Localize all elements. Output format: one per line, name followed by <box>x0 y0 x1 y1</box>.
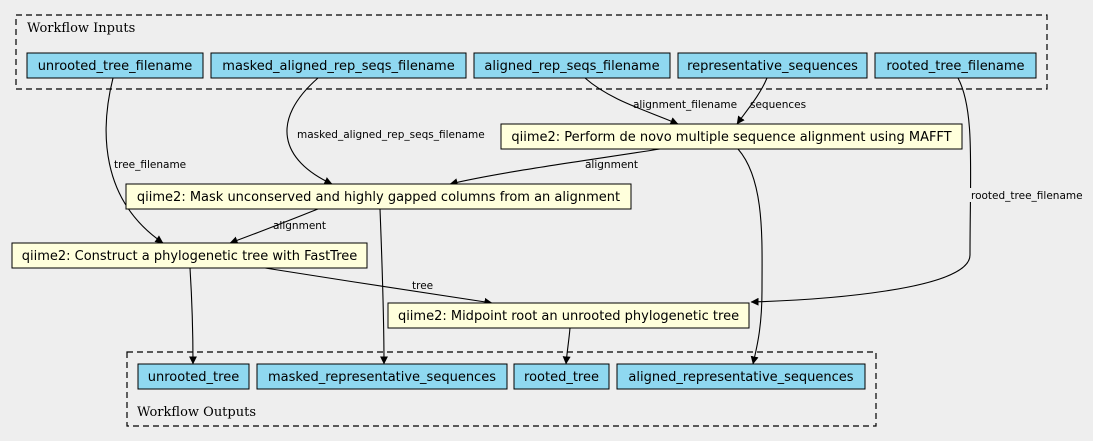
input-node-unrooted-tree-filename-label: unrooted_tree_filename <box>38 59 193 74</box>
input-node-rooted-tree-filename-box[interactable] <box>874 52 1037 79</box>
workflow-inputs-cluster: Workflow Inputs <box>15 14 1048 90</box>
step-node-mafft[interactable]: qiime2: Perform de novo multiple sequenc… <box>500 123 963 150</box>
step-node-midpoint-box[interactable] <box>387 302 750 329</box>
edge-tree <box>264 267 493 306</box>
edges <box>105 77 972 365</box>
step-node-mask-label: qiime2: Mask unconserved and highly gapp… <box>137 190 620 205</box>
output-node-aligned-representative-sequences[interactable]: aligned_representative_sequences <box>616 363 866 390</box>
edge-midpoint-to-rooted-tree <box>562 327 571 365</box>
step-node-mask[interactable]: qiime2: Mask unconserved and highly gapp… <box>125 183 632 210</box>
edge-label-bg-rooted-tree-filename <box>969 188 1089 202</box>
edge-label-bg-tree-filename <box>113 157 189 171</box>
edge-fasttree-to-unrooted-tree <box>188 267 197 365</box>
step-nodes: qiime2: Perform de novo multiple sequenc… <box>11 123 963 329</box>
output-node-aligned-representative-sequences-box[interactable] <box>616 363 866 390</box>
step-node-mafft-box[interactable] <box>500 123 963 150</box>
input-node-rooted-tree-filename[interactable]: rooted_tree_filename <box>874 52 1037 79</box>
workflow-outputs-title: Workflow Outputs <box>137 405 256 420</box>
input-node-unrooted-tree-filename-box[interactable] <box>26 52 204 79</box>
edge-label-alignment-mask-to-fasttree: alignment <box>273 220 326 232</box>
output-node-rooted-tree[interactable]: rooted_tree <box>513 363 610 390</box>
edge-rooted-tree-filename <box>750 77 972 306</box>
input-node-representative-sequences-box[interactable] <box>677 52 868 79</box>
input-node-masked-aligned-rep-seqs-filename-label: masked_aligned_rep_seqs_filename <box>222 59 454 74</box>
input-node-representative-sequences[interactable]: representative_sequences <box>677 52 868 79</box>
output-node-rooted-tree-label: rooted_tree <box>524 370 599 385</box>
edge-masked-aligned-rep-seqs-filename <box>286 77 333 185</box>
edge-label-masked-aligned-rep-seqs-filename: masked_aligned_rep_seqs_filename <box>297 129 485 141</box>
edge-label-rooted-tree-filename: rooted_tree_filename <box>971 190 1083 202</box>
input-node-masked-aligned-rep-seqs-filename-box[interactable] <box>210 52 467 79</box>
workflow-inputs-title: Workflow Inputs <box>27 21 135 36</box>
input-node-unrooted-tree-filename[interactable]: unrooted_tree_filename <box>26 52 204 79</box>
step-node-midpoint-label: qiime2: Midpoint root an unrooted phylog… <box>398 309 739 324</box>
input-node-aligned-rep-seqs-filename[interactable]: aligned_rep_seqs_filename <box>473 52 671 79</box>
output-node-aligned-representative-sequences-label: aligned_representative_sequences <box>628 370 853 385</box>
edge-label-alignment-mafft-to-mask: alignment <box>585 159 638 171</box>
step-node-fasttree[interactable]: qiime2: Construct a phylogenetic tree wi… <box>11 242 368 269</box>
edge-label-bg-masked <box>294 127 496 141</box>
output-node-masked-representative-sequences-box[interactable] <box>256 363 508 390</box>
output-node-masked-representative-sequences[interactable]: masked_representative_sequences <box>256 363 508 390</box>
edge-labels: alignment_filename sequences masked_alig… <box>113 99 1089 292</box>
output-node-unrooted-tree[interactable]: unrooted_tree <box>137 363 250 390</box>
workflow-inputs-border <box>15 14 1048 90</box>
step-node-mafft-label: qiime2: Perform de novo multiple sequenc… <box>511 130 951 145</box>
step-node-fasttree-box[interactable] <box>11 242 368 269</box>
input-node-masked-aligned-rep-seqs-filename[interactable]: masked_aligned_rep_seqs_filename <box>210 52 467 79</box>
output-nodes: unrooted_tree masked_representative_sequ… <box>137 363 866 390</box>
edge-alignment-mafft-to-mask <box>449 148 661 187</box>
output-node-masked-representative-sequences-label: masked_representative_sequences <box>268 370 496 385</box>
edge-tree-filename <box>105 77 164 244</box>
edge-label-sequences: sequences <box>750 99 806 111</box>
edge-alignment-filename <box>584 77 679 125</box>
step-node-mask-box[interactable] <box>125 183 632 210</box>
input-node-rooted-tree-filename-label: rooted_tree_filename <box>886 59 1024 74</box>
step-node-fasttree-label: qiime2: Construct a phylogenetic tree wi… <box>22 249 358 264</box>
input-node-representative-sequences-label: representative_sequences <box>687 59 858 74</box>
step-node-midpoint[interactable]: qiime2: Midpoint root an unrooted phylog… <box>387 302 750 329</box>
edge-alignment-mask-to-fasttree <box>229 208 319 245</box>
workflow-outputs-cluster: Workflow Outputs <box>126 351 877 427</box>
edge-label-tree-filename: tree_filename <box>114 159 186 171</box>
workflow-outputs-border <box>126 351 877 427</box>
input-node-aligned-rep-seqs-filename-box[interactable] <box>473 52 671 79</box>
edge-label-tree: tree <box>412 280 433 292</box>
output-node-unrooted-tree-label: unrooted_tree <box>148 370 239 385</box>
output-node-rooted-tree-box[interactable] <box>513 363 610 390</box>
edge-sequences <box>736 77 768 125</box>
input-nodes: unrooted_tree_filename masked_aligned_re… <box>26 52 1037 79</box>
edge-mafft-to-aligned-output <box>737 148 763 365</box>
output-node-unrooted-tree-box[interactable] <box>137 363 250 390</box>
input-node-aligned-rep-seqs-filename-label: aligned_rep_seqs_filename <box>484 59 659 74</box>
edge-label-alignment-filename: alignment_filename <box>633 99 737 111</box>
edge-mask-to-masked-output <box>379 208 388 365</box>
